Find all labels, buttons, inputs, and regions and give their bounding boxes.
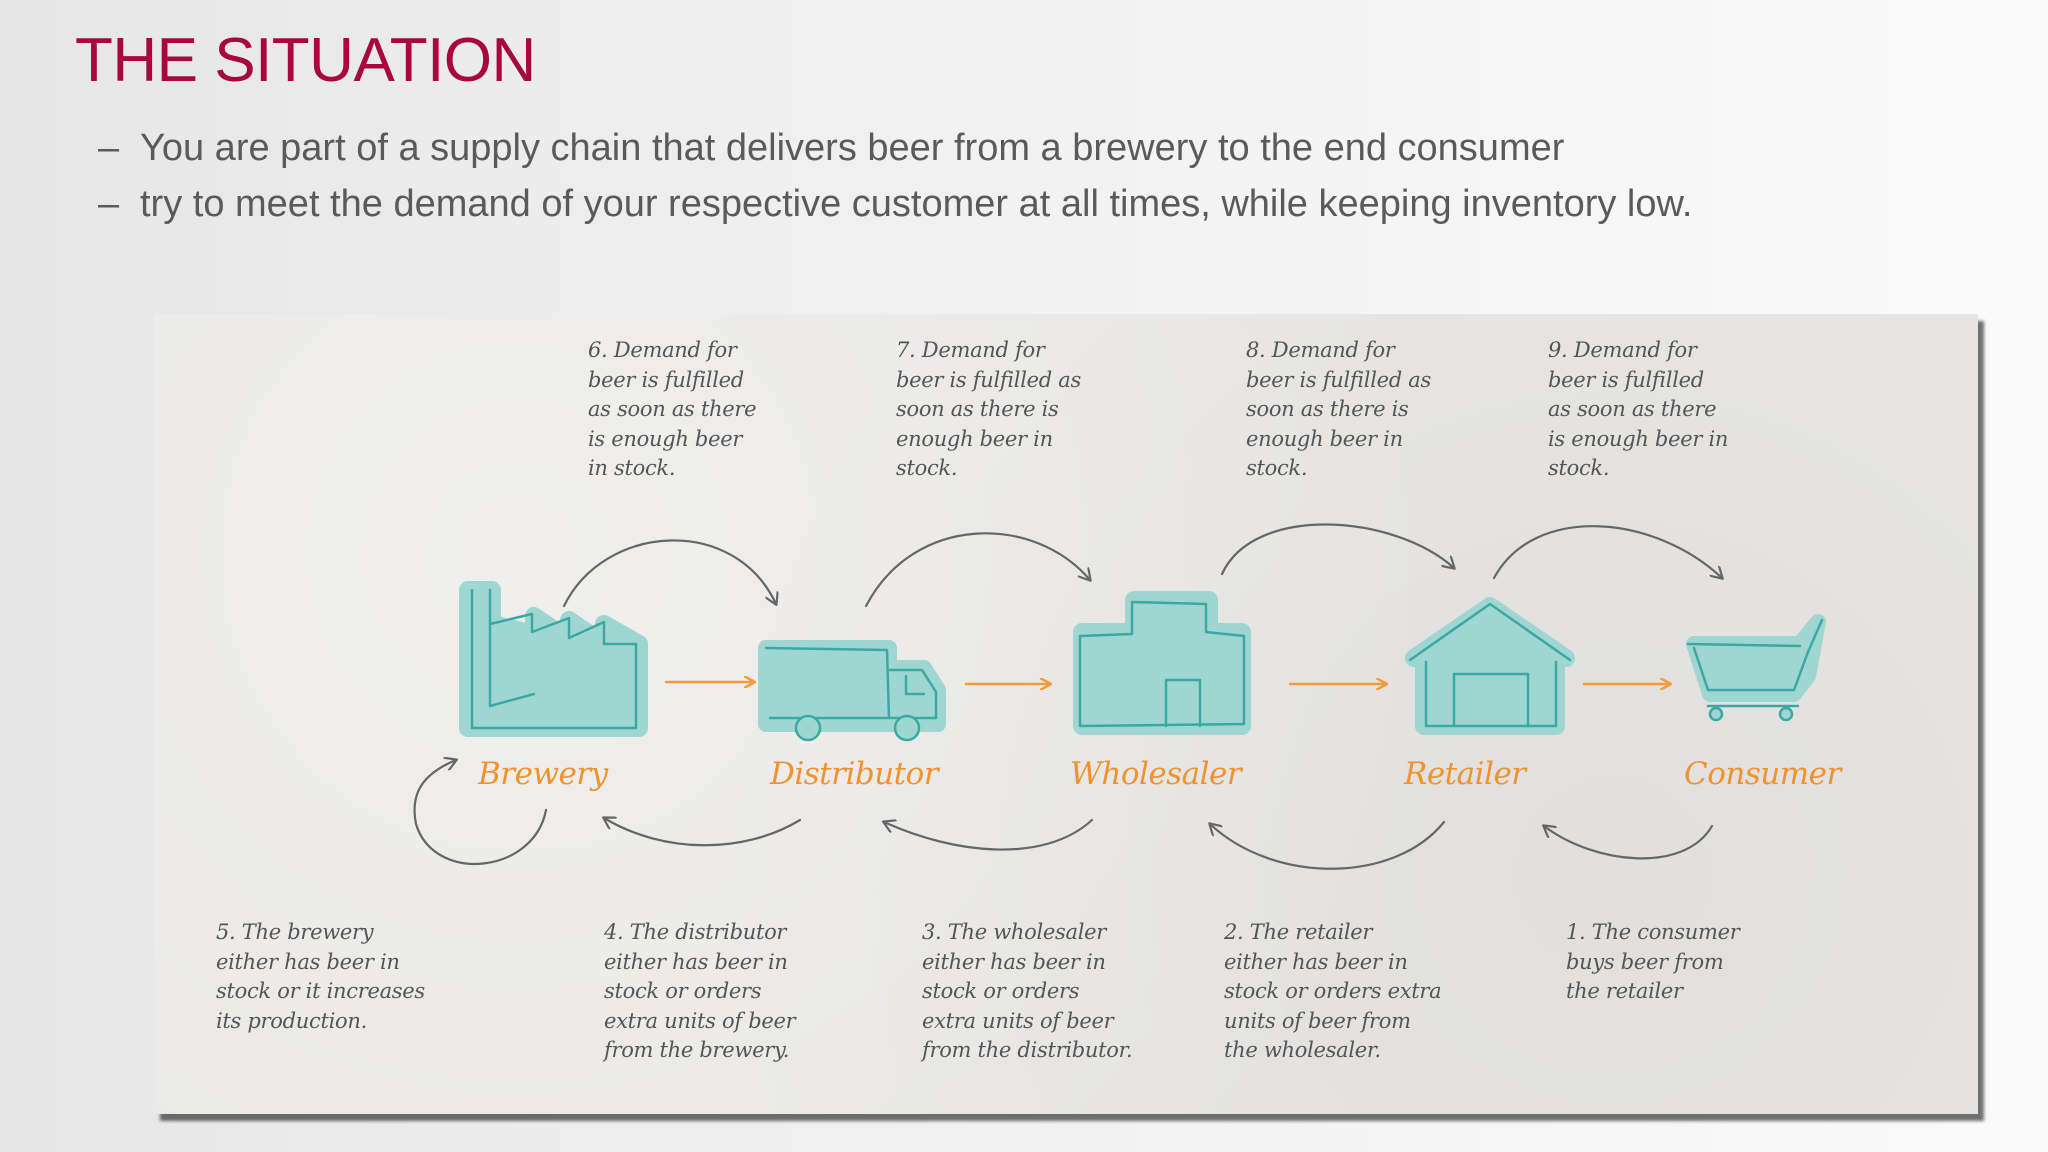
demand-arc-1 [562,539,776,608]
flow-arrows [664,682,1670,684]
demand-arcs [562,523,1722,608]
bullet-list: – You are part of a supply chain that de… [98,120,1998,232]
diagram-graphics [413,523,1826,870]
demand-note-9: 9. Demand for beer is fulfilled as soon … [1548,338,1729,480]
bullet-item: – You are part of a supply chain that de… [98,120,1998,176]
node-label-brewery: Brewery [478,756,608,792]
node-label-consumer: Consumer [1684,756,1841,792]
demand-arc-4 [1492,525,1722,578]
node-label-retailer: Retailer [1404,756,1526,792]
node-label-distributor: Distributor [770,756,939,792]
order-note-3: 3. The wholesaler either has beer in sto… [922,920,1133,1062]
supply-chain-diagram: Brewery Distributor Wholesaler Retailer … [154,314,1978,1114]
demand-arc-2 [864,532,1090,608]
shopping-cart-icon [1686,614,1826,722]
demand-arc-3 [1220,523,1454,576]
order-arc-brewery-self [413,760,548,865]
demand-note-7: 7. Demand for beer is fulfilled as soon … [896,338,1081,480]
order-arc-retailer-wholesaler [1210,820,1446,870]
store-icon [1405,597,1575,735]
demand-note-6: 6. Demand for beer is fulfilled as soon … [588,338,757,480]
order-arc-wholesaler-distributor [884,818,1094,851]
bullet-text: try to meet the demand of your respectiv… [140,183,1693,225]
demand-note-8: 8. Demand for beer is fulfilled as soon … [1246,338,1431,480]
factory-icon [459,581,648,737]
order-arcs [413,760,1714,870]
bullet-dash: – [98,183,120,225]
bullet-text: You are part of a supply chain that deli… [140,127,1565,169]
truck-icon [758,640,946,742]
order-note-4: 4. The distributor either has beer in st… [604,920,796,1062]
order-arc-consumer-retailer [1544,826,1714,860]
order-note-1: 1. The consumer buys beer from the retai… [1566,920,1740,1003]
slide-title: THE SITUATION [75,26,536,95]
warehouse-icon [1073,591,1251,735]
order-arc-distributor-brewery [604,818,802,847]
order-note-5: 5. The brewery either has beer in stock … [216,920,425,1033]
bullet-dash: – [98,127,120,169]
node-label-wholesaler: Wholesaler [1070,756,1242,792]
bullet-item: – try to meet the demand of your respect… [98,176,1998,232]
order-note-2: 2. The retailer either has beer in stock… [1224,920,1442,1062]
